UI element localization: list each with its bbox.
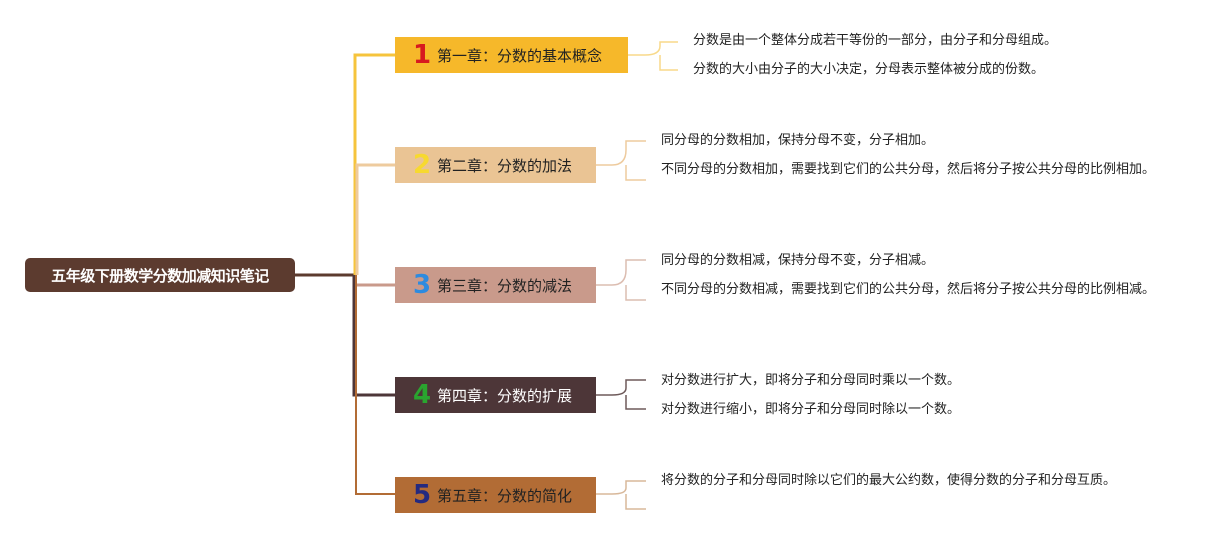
chapter-number-3: 3 bbox=[413, 270, 432, 300]
chapter-number-2: 2 bbox=[413, 150, 432, 180]
note-connector-1 bbox=[628, 41, 678, 71]
note-4-2: 对分数进行缩小，即将分子和分母同时除以一个数。 bbox=[661, 402, 961, 417]
note-connector-4 bbox=[596, 379, 646, 410]
connector-chapter-4 bbox=[352, 275, 395, 397]
note-connector-3 bbox=[596, 259, 646, 301]
note-2-1: 同分母的分数相加，保持分母不变，分子相加。 bbox=[661, 133, 935, 148]
root-node[interactable]: 五年级下册数学分数加减知识笔记 bbox=[25, 258, 295, 292]
note-connector-2 bbox=[596, 140, 646, 181]
chapter-number-4: 4 bbox=[413, 380, 432, 410]
root-label: 五年级下册数学分数加减知识笔记 bbox=[51, 266, 269, 285]
connector-chapter-5 bbox=[355, 275, 395, 495]
chapter-node-5[interactable]: 5 第五章：分数的简化 bbox=[395, 477, 596, 513]
connector-chapter-1 bbox=[353, 53, 395, 275]
chapter-node-2[interactable]: 2 第二章：分数的加法 bbox=[395, 147, 596, 183]
note-5-1: 将分数的分子和分母同时除以它们的最大公约数，使得分数的分子和分母互质。 bbox=[661, 473, 1117, 488]
chapter-title-4: 第四章：分数的扩展 bbox=[437, 386, 573, 405]
chapter-node-3[interactable]: 3 第三章：分数的减法 bbox=[395, 267, 596, 303]
chapter-title-1: 第一章：分数的基本概念 bbox=[437, 46, 603, 65]
chapter-number-5: 5 bbox=[413, 480, 432, 510]
note-3-2: 不同分母的分数相减，需要找到它们的公共分母，然后将分子按公共分母的比例相减。 bbox=[661, 282, 1156, 297]
note-4-1: 对分数进行扩大，即将分子和分母同时乘以一个数。 bbox=[661, 373, 961, 388]
note-connector-5 bbox=[596, 480, 646, 510]
note-1-1: 分数是由一个整体分成若干等份的一部分，由分子和分母组成。 bbox=[693, 33, 1058, 48]
note-2-2: 不同分母的分数相加，需要找到它们的公共分母，然后将分子按公共分母的比例相加。 bbox=[661, 162, 1156, 177]
note-3-1: 同分母的分数相减，保持分母不变，分子相减。 bbox=[661, 253, 935, 268]
chapter-title-3: 第三章：分数的减法 bbox=[437, 276, 573, 295]
chapter-title-2: 第二章：分数的加法 bbox=[437, 156, 573, 175]
chapter-title-5: 第五章：分数的简化 bbox=[437, 486, 573, 505]
connector-chapter-2 bbox=[355, 163, 395, 275]
chapter-node-1[interactable]: 1 第一章：分数的基本概念 bbox=[395, 37, 628, 73]
chapter-node-4[interactable]: 4 第四章：分数的扩展 bbox=[395, 377, 596, 413]
note-1-2: 分数的大小由分子的大小决定，分母表示整体被分成的份数。 bbox=[693, 62, 1045, 77]
chapter-number-1: 1 bbox=[413, 40, 432, 70]
